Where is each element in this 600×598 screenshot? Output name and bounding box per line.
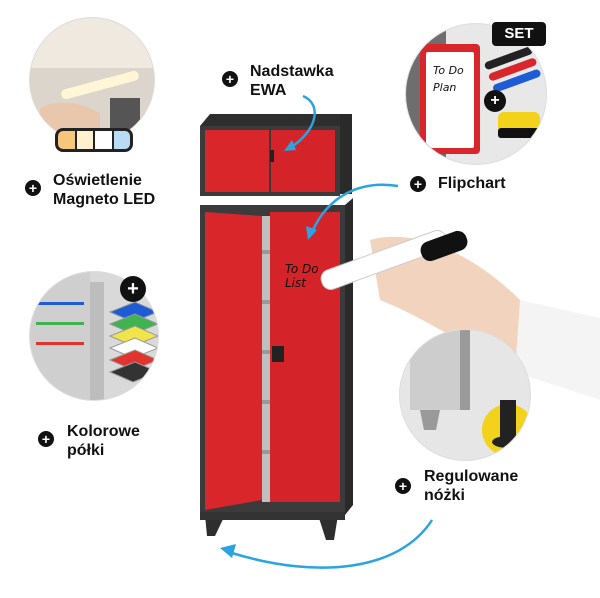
kolorowe-line2: półki bbox=[67, 442, 105, 459]
whiteboard-line1: To Do bbox=[433, 64, 464, 77]
plus-icon-kolorowe: + bbox=[38, 431, 54, 447]
arrow-nadstawka bbox=[289, 94, 316, 150]
feet-illustration bbox=[410, 330, 530, 456]
callout-kolorowe: Kolorowe półki bbox=[67, 422, 140, 460]
shelf-stack bbox=[108, 301, 158, 383]
plus-icon-flipchart: + bbox=[410, 176, 426, 192]
arrow-flipchart bbox=[310, 183, 399, 233]
plus-icon-shelves: + bbox=[120, 276, 146, 302]
led-lighting-image bbox=[30, 18, 154, 142]
main-cabinet bbox=[200, 198, 353, 540]
plus-icon-nadstawka: + bbox=[222, 71, 238, 87]
door-writing: To Do List bbox=[285, 262, 319, 290]
regulowane-line1: Regulowane bbox=[424, 468, 519, 485]
arrow-nozki bbox=[231, 519, 434, 569]
regulowane-line2: nóżki bbox=[424, 487, 465, 504]
callout-nadstawka: Nadstawka EWA bbox=[250, 62, 334, 100]
plus-icon-set: + bbox=[484, 90, 506, 112]
flipchart-illustration bbox=[406, 24, 541, 164]
callout-flipchart: Flipchart bbox=[438, 174, 506, 193]
kolorowe-line1: Kolorowe bbox=[67, 423, 140, 440]
whiteboard-line2: Plan bbox=[433, 81, 457, 94]
top-cabinet bbox=[200, 114, 352, 196]
led-illustration bbox=[30, 18, 154, 142]
set-badge: SET bbox=[492, 22, 546, 46]
flipchart-image bbox=[406, 24, 546, 164]
adjustable-feet-image bbox=[400, 330, 530, 460]
door-writing-line1: To Do bbox=[285, 262, 319, 276]
plus-icon-regulowane: + bbox=[395, 478, 411, 494]
callout-regulowane: Regulowane nóżki bbox=[424, 467, 518, 505]
shelf-5 bbox=[108, 361, 158, 383]
shelves-illustration bbox=[30, 272, 158, 400]
callout-oswietlenie: Oświetlenie Magneto LED bbox=[53, 171, 155, 209]
hand-with-marker bbox=[320, 230, 600, 400]
oswietlenie-line1: Oświetlenie bbox=[53, 172, 142, 189]
flipchart-line1: Flipchart bbox=[438, 175, 506, 192]
led-color-swatches bbox=[55, 128, 133, 152]
door-writing-line2: List bbox=[285, 276, 306, 290]
nadstawka-line1: Nadstawka bbox=[250, 63, 334, 80]
nadstawka-line2: EWA bbox=[250, 82, 287, 99]
whiteboard-text: To Do Plan bbox=[433, 62, 464, 96]
oswietlenie-line2: Magneto LED bbox=[53, 191, 156, 208]
plus-icon-oswietlenie: + bbox=[25, 180, 41, 196]
